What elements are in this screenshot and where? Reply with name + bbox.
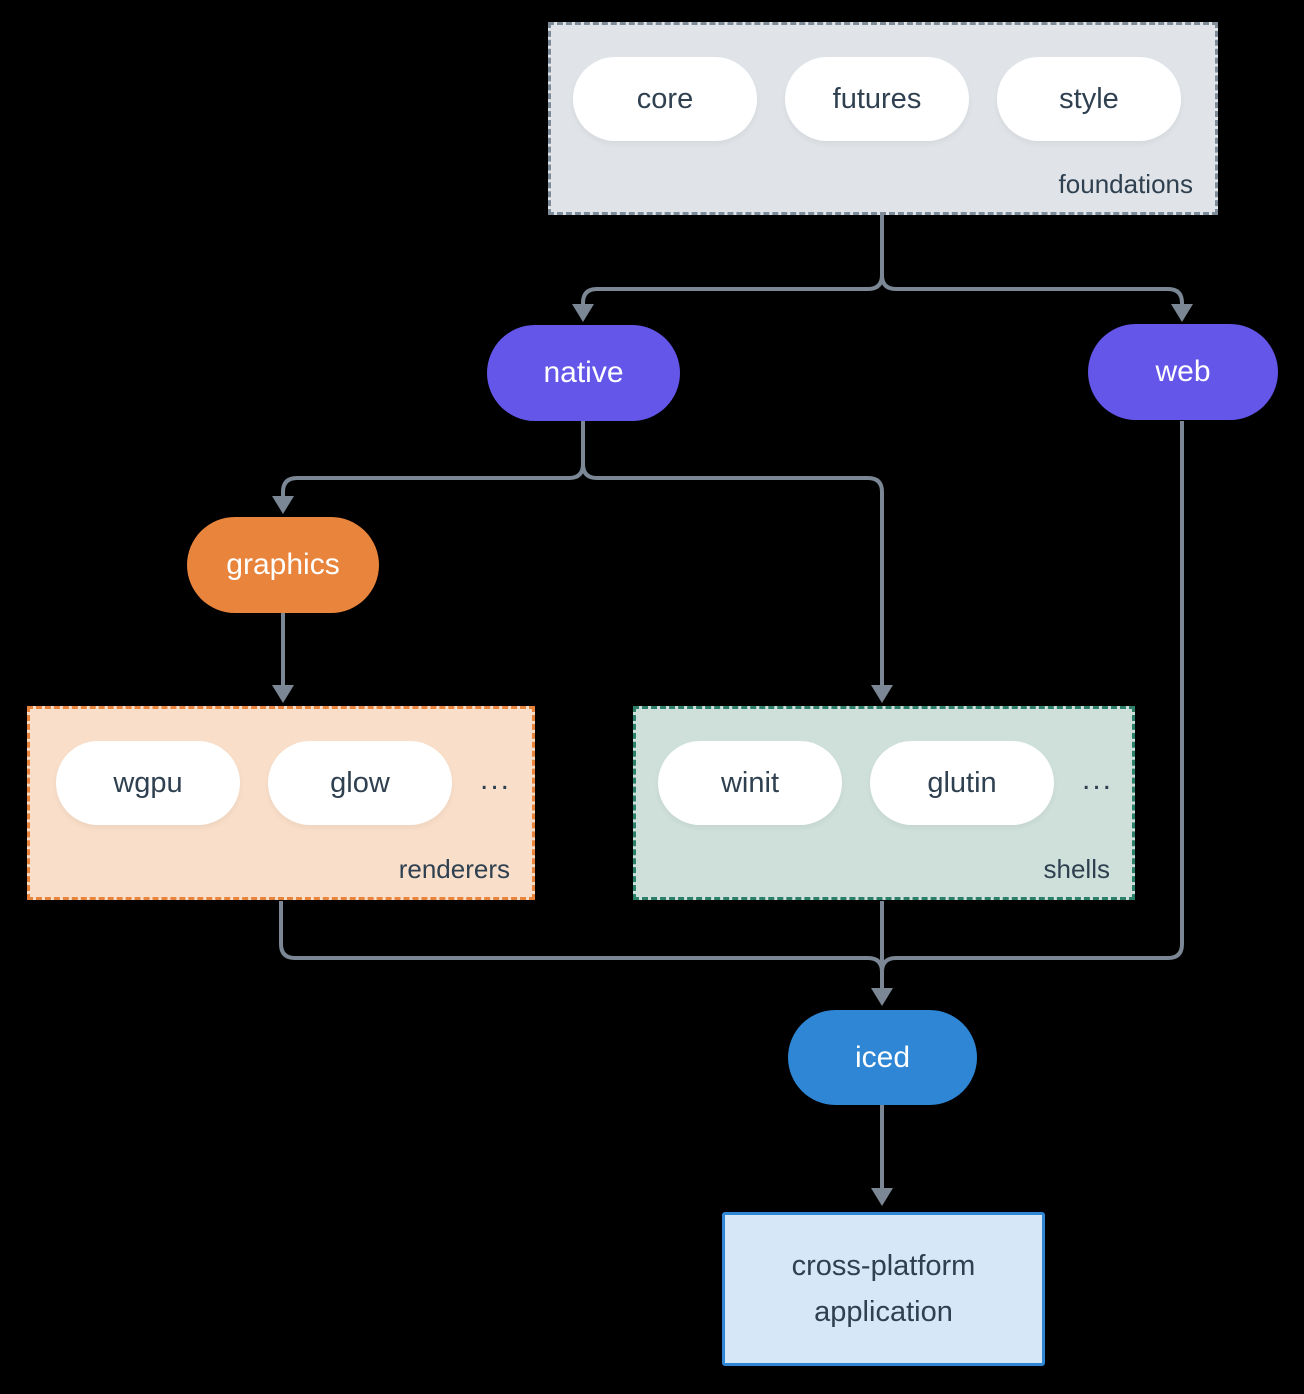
node-graphics: graphics: [187, 517, 379, 613]
edge-foundations-native: [581, 215, 884, 306]
edge-foundations-web: [880, 215, 1184, 306]
arrowhead-shells: [871, 685, 893, 703]
pill-futures: futures: [785, 57, 969, 141]
shells-ellipsis: ...: [1082, 763, 1114, 796]
foundations-label: foundations: [1058, 169, 1193, 199]
renderers-label: renderers: [398, 854, 510, 884]
group-renderers: wgpu glow ... renderers: [27, 706, 535, 900]
arrowhead-renderers: [272, 685, 294, 703]
pill-style: style: [997, 57, 1181, 141]
arrowhead-graphics: [272, 496, 294, 514]
shells-pills: winit glutin ...: [636, 709, 1132, 825]
edge-native-shells: [581, 421, 884, 687]
arrowhead-native: [572, 304, 594, 322]
pill-glow: glow: [268, 741, 452, 825]
application-box: cross-platform application: [722, 1212, 1045, 1366]
node-iced: iced: [788, 1010, 977, 1105]
pill-glutin: glutin: [870, 741, 1054, 825]
arrowhead-web: [1171, 304, 1193, 322]
node-web: web: [1088, 324, 1278, 420]
renderers-pills: wgpu glow ...: [30, 709, 532, 825]
shells-label: shells: [1043, 854, 1110, 884]
pill-winit: winit: [658, 741, 842, 825]
group-shells: winit glutin ... shells: [633, 706, 1135, 900]
group-foundations: core futures style foundations: [548, 22, 1218, 215]
renderers-ellipsis: ...: [480, 763, 512, 796]
arrowhead-application: [871, 1188, 893, 1206]
pill-wgpu: wgpu: [56, 741, 240, 825]
edge-renderers-iced: [279, 901, 884, 973]
pill-core: core: [573, 57, 757, 141]
arrowhead-iced: [871, 988, 893, 1006]
foundations-pills: core futures style: [551, 25, 1215, 141]
edge-native-graphics: [281, 421, 585, 498]
node-native: native: [487, 325, 680, 421]
